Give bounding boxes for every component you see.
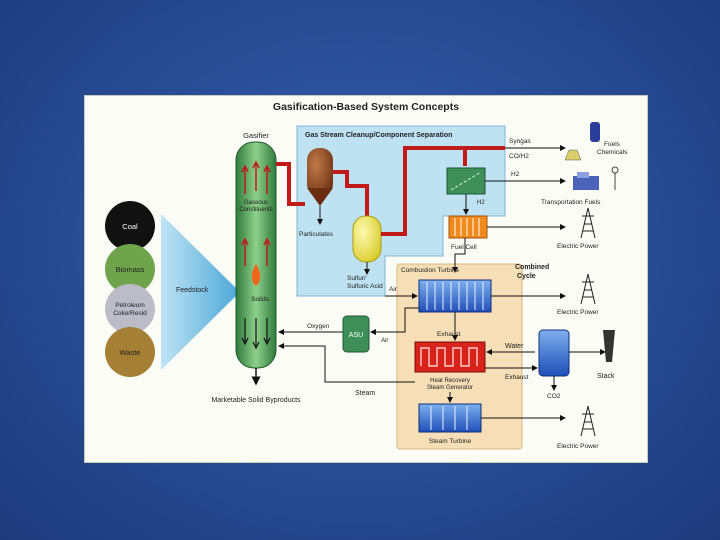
co-h2-label: CO/H2 [509, 153, 529, 160]
coal-circle [105, 201, 155, 251]
particulate-cone [307, 188, 333, 206]
electric-power-label-2: Electric Power [557, 309, 599, 316]
combustion-turbine [418, 279, 492, 313]
electric-power-label-3: Electric Power [557, 443, 599, 450]
co2-label: CO2 [547, 393, 561, 400]
air-asu-label: Air [381, 338, 388, 344]
coal-label: Coal [122, 222, 138, 231]
waste-circle [105, 327, 155, 377]
h2-inner-label: H2 [477, 200, 485, 206]
gasification-diagram: Gasification-Based System Concepts Gas S… [105, 101, 628, 450]
particulate-vessel [307, 148, 333, 196]
stack-label: Stack [597, 373, 615, 380]
steam-line [278, 343, 415, 383]
asu-label: ASU [349, 332, 363, 339]
solids-label: Solids [251, 296, 269, 303]
fuels-chemicals-icon [564, 122, 600, 161]
combustion-turbine-label: Combustion Turbine [401, 267, 460, 274]
feedstock-funnel [161, 214, 240, 370]
oxygen-label: Oxygen [307, 323, 330, 330]
pylon-icon-3 [580, 405, 596, 437]
fuel-cell-label: Fuel Cell [451, 244, 477, 251]
syngas-pipe-mid [333, 170, 369, 216]
co2-separator [538, 329, 570, 377]
pylon-icon-2 [580, 273, 596, 305]
stack-icon [603, 330, 615, 362]
exhaust-turbine-label: Exhaust [437, 331, 461, 338]
air-asu-line [370, 307, 419, 335]
biomass-circle [105, 244, 155, 294]
cleanup-title: Gas Stream Cleanup/Component Separation [305, 132, 452, 139]
sulfur-label: Sulfur/Sulfuric Acid [347, 275, 383, 290]
electric-power-label-1: Electric Power [557, 243, 599, 250]
sulfur-vessel [352, 215, 382, 263]
gaseous-arrows [241, 160, 271, 266]
water-label: Water [505, 343, 524, 350]
syngas-pipe-in [276, 162, 305, 206]
steam-turbine [418, 403, 482, 433]
air-top-label: Air [389, 286, 398, 293]
syngas-pipe-up [381, 146, 467, 236]
biomass-label: Biomass [116, 265, 145, 274]
pylon-icon-1 [580, 207, 596, 239]
exhaust-hrsg-label: Exhaust [505, 374, 529, 381]
diagram-panel: Gasification-Based System Concepts Gas S… [84, 95, 648, 463]
byproducts-label: Marketable Solid Byproducts [211, 397, 301, 404]
asu-block [342, 315, 370, 353]
h2-label: H2 [511, 171, 520, 178]
hrsg-block [414, 341, 486, 373]
diagram-title: Gasification-Based System Concepts [273, 101, 459, 113]
gasifier-title: Gasifier [243, 131, 269, 140]
transportation-fuels-icon [573, 166, 619, 190]
particulates-label: Particulates [299, 231, 334, 238]
feedstock-label: Feedstock [176, 287, 209, 294]
steam-label: Steam [355, 390, 375, 397]
solids-arrows [241, 318, 271, 350]
transportation-fuels-label: Transportation Fuels [541, 199, 601, 206]
syngas-label: Syngas [509, 138, 531, 145]
steam-turbine-label: Steam Turbine [429, 438, 472, 445]
waste-label: Waste [120, 348, 141, 357]
petroleum-circle [105, 284, 155, 334]
flame-icon [251, 264, 261, 286]
